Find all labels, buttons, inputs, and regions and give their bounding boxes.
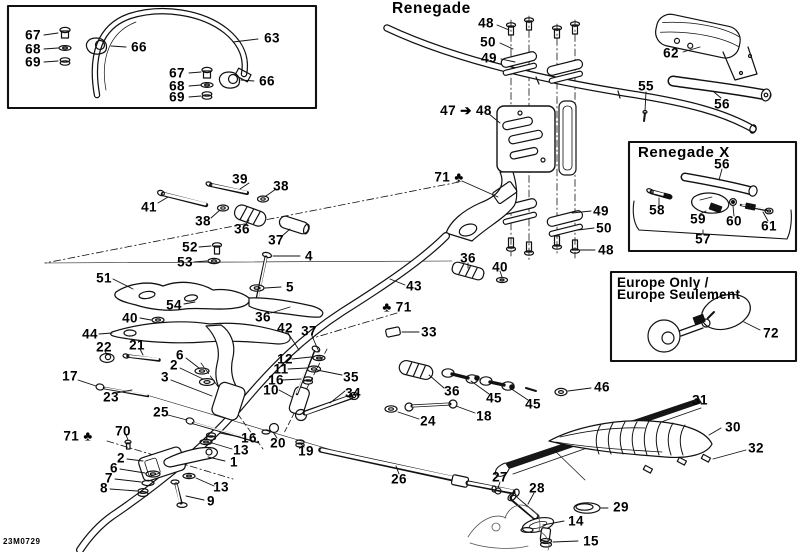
- part-label-25: 25: [153, 404, 169, 420]
- part-label-47-48: 47 ➔ 48: [440, 103, 492, 118]
- part-label-15: 15: [583, 533, 599, 549]
- part-label-62: 62: [663, 45, 679, 61]
- part-label-61: 61: [761, 218, 777, 234]
- part-label-63: 63: [264, 30, 280, 46]
- part-label-35: 35: [343, 369, 359, 385]
- part-label-69: 69: [25, 54, 41, 70]
- part-label-8: 8: [100, 480, 108, 496]
- part-label-34: 34: [345, 385, 361, 401]
- part-label-16: 16: [268, 372, 284, 388]
- part-label-40: 40: [492, 259, 508, 275]
- part-label-52: 52: [182, 239, 198, 255]
- part-label-26: 26: [391, 471, 407, 487]
- part-label-56: 56: [714, 156, 730, 172]
- part-label-31: 31: [692, 392, 708, 408]
- part-label-19: 19: [298, 443, 314, 459]
- part-label-56: 56: [714, 96, 730, 112]
- part-label-66: 66: [131, 39, 147, 55]
- part-label-38: 38: [273, 178, 289, 194]
- part-label-33: 33: [421, 324, 437, 340]
- part-label-5: 5: [286, 279, 294, 295]
- part-label-69: 69: [169, 89, 185, 105]
- part-label-70: 70: [115, 423, 131, 439]
- part-label-71-: 71 ♣: [434, 169, 464, 185]
- part-label-9: 9: [207, 493, 215, 509]
- part-label-50: 50: [596, 220, 612, 236]
- part-label-67: 67: [169, 65, 185, 81]
- part-label-43: 43: [406, 278, 422, 294]
- part-label-55: 55: [638, 78, 654, 94]
- part-label-66: 66: [259, 73, 275, 89]
- part-label-27: 27: [492, 469, 508, 485]
- part-label-32: 32: [748, 440, 764, 456]
- part-label-41: 41: [141, 199, 157, 215]
- part-label-60: 60: [726, 213, 742, 229]
- inset-title-europe-line2: Europe Seulement: [617, 287, 741, 302]
- part-label-6: 6: [176, 347, 184, 363]
- part-label-6: 6: [110, 460, 118, 476]
- part-label-50: 50: [480, 34, 496, 50]
- part-label-46: 46: [594, 379, 610, 395]
- part-label-49: 49: [593, 203, 609, 219]
- part-label-71-: 71 ♣: [63, 428, 93, 444]
- part-label-2: 2: [170, 357, 178, 373]
- part-label-68: 68: [169, 78, 185, 94]
- part-label-3: 3: [161, 369, 169, 385]
- part-label-36: 36: [234, 221, 250, 237]
- part-label-59: 59: [690, 211, 706, 227]
- part-label-13: 13: [213, 479, 229, 495]
- part-label-12: 12: [277, 351, 293, 367]
- part-label-1: 1: [230, 454, 238, 470]
- part-label-18: 18: [476, 408, 492, 424]
- part-label-30: 30: [725, 419, 741, 435]
- part-label-48: 48: [598, 242, 614, 258]
- part-label-40: 40: [122, 310, 138, 326]
- part-label-37: 37: [301, 323, 317, 339]
- part-label-28: 28: [529, 480, 545, 496]
- part-label-14: 14: [568, 513, 584, 529]
- part-label-11: 11: [273, 361, 289, 377]
- part-label-72: 72: [763, 325, 779, 341]
- part-label-17: 17: [62, 368, 78, 384]
- part-label-48: 48: [478, 15, 494, 31]
- part-label-58: 58: [649, 202, 665, 218]
- part-label-20: 20: [270, 435, 286, 451]
- part-label-29: 29: [613, 499, 629, 515]
- part-label-4: 4: [305, 248, 313, 264]
- part-label-37: 37: [268, 232, 284, 248]
- part-label-16: 16: [241, 430, 257, 446]
- part-label-22: 22: [96, 339, 112, 355]
- part-label-68: 68: [25, 41, 41, 57]
- part-label-54: 54: [166, 297, 182, 313]
- part-label-38: 38: [195, 213, 211, 229]
- part-label-36: 36: [255, 309, 271, 325]
- part-label--71: ♣ 71: [382, 299, 412, 315]
- part-label-57: 57: [695, 231, 711, 247]
- part-label-2: 2: [117, 450, 125, 466]
- part-label-42: 42: [277, 320, 293, 336]
- part-label-24: 24: [420, 413, 436, 429]
- part-label-44: 44: [82, 326, 98, 342]
- part-label-7: 7: [105, 470, 113, 486]
- part-label-39: 39: [232, 171, 248, 187]
- part-label-10: 10: [263, 382, 279, 398]
- inset-title-europe-line1: Europe Only /: [617, 275, 709, 290]
- part-label-36: 36: [444, 383, 460, 399]
- diagram-title-renegade: Renegade: [392, 0, 471, 17]
- inset-title-renegade-x: Renegade X: [638, 144, 730, 161]
- part-label-45: 45: [486, 390, 502, 406]
- part-label-36: 36: [460, 250, 476, 266]
- document-code: 23M0729: [3, 537, 41, 546]
- part-label-53: 53: [177, 254, 193, 270]
- part-label-51: 51: [96, 270, 112, 286]
- part-label-23: 23: [103, 389, 119, 405]
- part-label-21: 21: [129, 337, 145, 353]
- part-label-49: 49: [481, 50, 497, 66]
- part-label-45: 45: [525, 396, 541, 412]
- part-label-67: 67: [25, 27, 41, 43]
- part-label-13: 13: [233, 442, 249, 458]
